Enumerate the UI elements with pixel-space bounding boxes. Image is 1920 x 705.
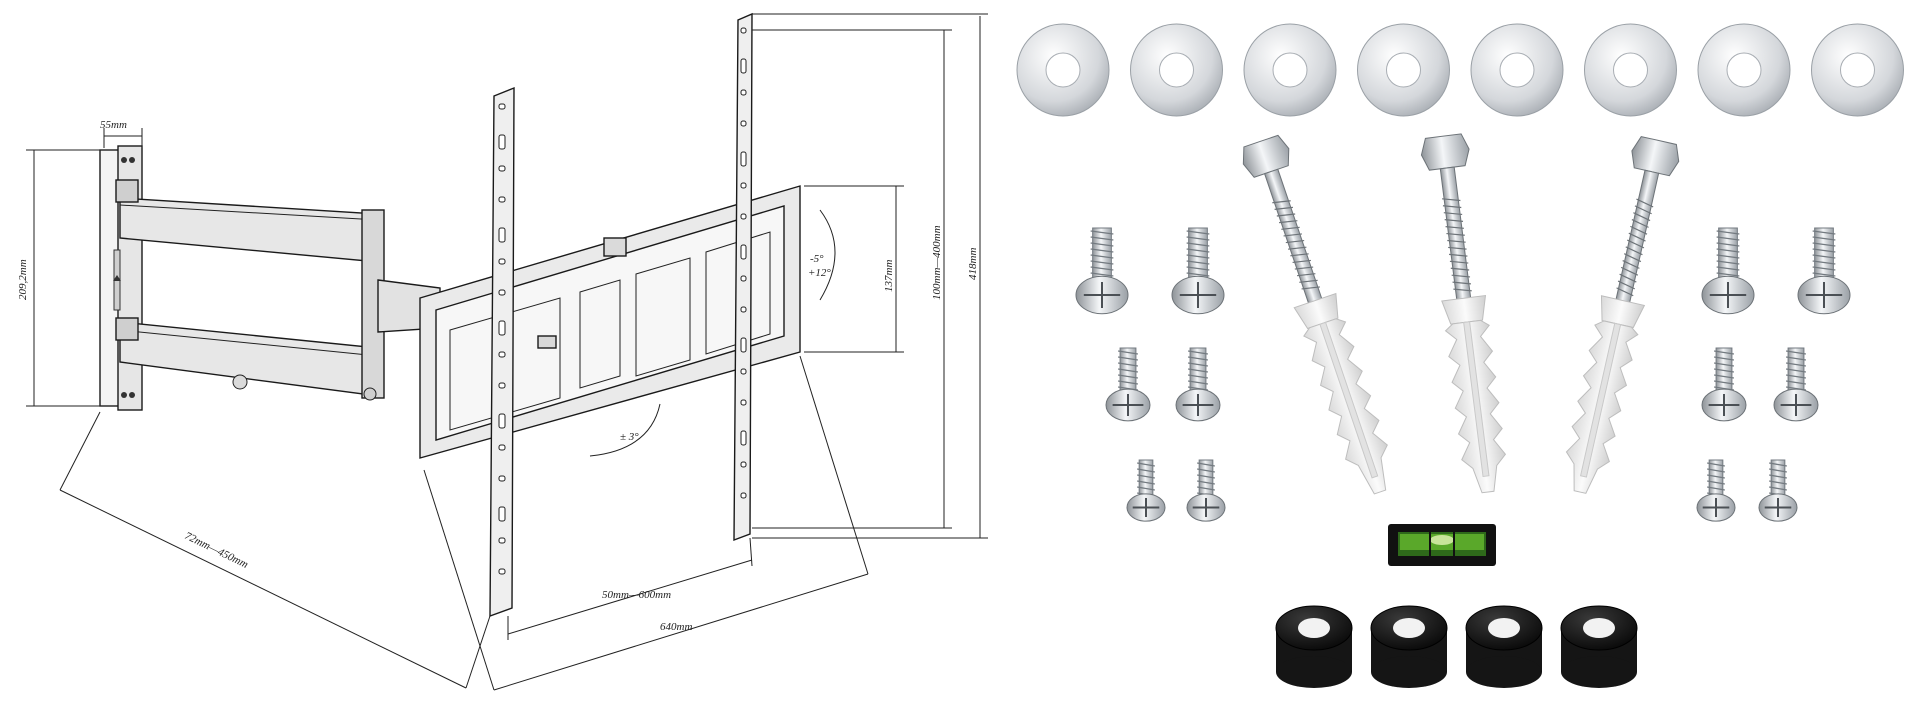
hardware-kit	[1016, 23, 1904, 688]
dim-arm-extension: 72mm—450mm	[183, 530, 250, 571]
washer	[1130, 23, 1223, 117]
machine-screw	[1075, 227, 1129, 315]
dim-wall-plate-width: 55mm	[100, 119, 127, 131]
dim-vesa-horizontal: 50mm—600mm	[602, 589, 671, 601]
machine-screw	[1701, 347, 1747, 422]
lag-bolt	[1565, 136, 1680, 494]
wall-anchor	[1565, 295, 1646, 494]
swing-arm	[115, 179, 441, 401]
spacer	[1465, 605, 1543, 688]
spacer	[1370, 605, 1448, 688]
bubble-level	[1388, 524, 1496, 566]
spacer	[1560, 605, 1638, 688]
spacers	[1275, 605, 1638, 688]
wall-anchor	[1441, 294, 1507, 494]
washers	[1016, 23, 1904, 117]
dim-swivel: ± 3°	[620, 431, 639, 443]
washer	[1470, 23, 1564, 117]
dim-wall-plate-height: 209,2mm	[17, 259, 29, 300]
vertical-rails	[489, 12, 753, 618]
washer	[1811, 23, 1904, 117]
washer	[1584, 23, 1677, 117]
machine-screw	[1126, 459, 1166, 522]
machine-screw	[1696, 459, 1736, 522]
technical-drawing: 209,2mm 55mm 72mm—450mm 50mm—600mm 640mm…	[17, 12, 988, 691]
machine-screw	[1701, 227, 1755, 315]
washer	[1697, 23, 1791, 117]
machine-screws	[1075, 227, 1851, 522]
washer	[1016, 23, 1110, 117]
dim-tilt-down: +12°	[808, 267, 831, 279]
machine-screw	[1105, 347, 1151, 422]
dim-vesa-vertical: 100mm—400mm	[931, 225, 943, 300]
tv-bracket	[419, 185, 801, 459]
dimension-lines	[26, 13, 988, 691]
machine-screw	[1758, 459, 1798, 522]
machine-screw	[1773, 347, 1819, 422]
machine-screw	[1171, 227, 1225, 315]
wall-anchor	[1293, 292, 1388, 495]
lag-bolt	[1420, 133, 1507, 494]
machine-screw	[1797, 227, 1851, 315]
spacer	[1275, 605, 1353, 688]
machine-screw	[1175, 347, 1221, 422]
dim-tilt-up: -5°	[810, 253, 824, 265]
machine-screw	[1186, 459, 1226, 522]
lag-bolts	[1242, 133, 1680, 495]
lag-bolt	[1242, 134, 1388, 495]
washer	[1357, 23, 1450, 117]
washer	[1243, 23, 1337, 117]
dim-bracket-height: 418mm	[967, 248, 979, 280]
dim-plate-offset: 137mm	[883, 260, 895, 292]
dim-bracket-width: 640mm	[660, 621, 692, 633]
